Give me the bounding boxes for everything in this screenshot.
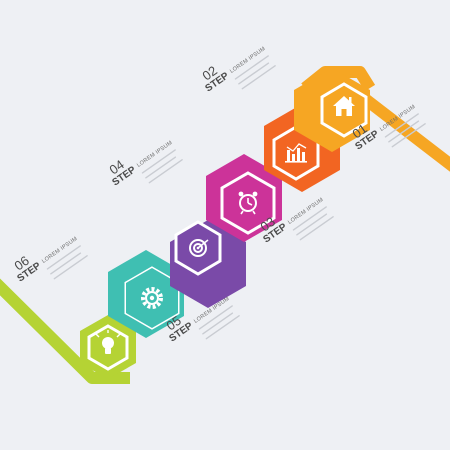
- hexagon-chain: [80, 68, 370, 379]
- text-placeholder-line: [145, 156, 177, 179]
- step-number: 03: [257, 214, 277, 235]
- text-placeholder-line: [234, 55, 269, 80]
- text-placeholder-line: [202, 312, 234, 335]
- home-icon: [333, 96, 355, 116]
- text-placeholder-line: [384, 113, 419, 138]
- text-placeholder-line: [50, 252, 82, 275]
- step-label-04: STEP 04 LOREM IPSUM: [106, 140, 183, 188]
- text-placeholder-line: [299, 216, 334, 241]
- step-label-06: STEP 06 LOREM IPSUM: [11, 236, 88, 284]
- hexagon-step-01: [294, 68, 370, 152]
- hexagon-step-03: [206, 154, 282, 242]
- step-number: 06: [11, 253, 31, 274]
- connector-step-06: [0, 278, 130, 384]
- text-placeholder-line: [296, 213, 328, 236]
- step-number: 05: [163, 313, 183, 334]
- text-placeholder-line: [46, 245, 81, 270]
- hexagon-step-04: [170, 220, 246, 308]
- text-placeholder-line: [198, 305, 233, 330]
- hexagon-step-05: [108, 250, 184, 338]
- text-placeholder-line: [388, 120, 420, 143]
- text-placeholder-line: [238, 62, 270, 85]
- bar-chart-icon: [285, 143, 307, 163]
- gear-icon: [141, 287, 163, 309]
- step-number: 02: [199, 63, 219, 84]
- light-bulb-icon: [95, 330, 121, 354]
- text-placeholder-line: [148, 159, 183, 184]
- step-label-02: STEP 02 LOREM IPSUM: [199, 46, 276, 94]
- alarm-clock-icon: [238, 191, 258, 215]
- step-number: 04: [106, 157, 126, 178]
- text-placeholder-line: [53, 255, 88, 280]
- connector-step-01: [356, 90, 450, 172]
- target-icon: [189, 239, 209, 257]
- step-number: 01: [349, 121, 369, 142]
- text-placeholder-line: [292, 206, 327, 231]
- text-placeholder-line: [205, 315, 240, 340]
- text-placeholder-line: [391, 123, 426, 148]
- hexagon-step-06: [80, 315, 136, 379]
- text-placeholder-line: [241, 65, 276, 90]
- text-placeholder-line: [141, 149, 176, 174]
